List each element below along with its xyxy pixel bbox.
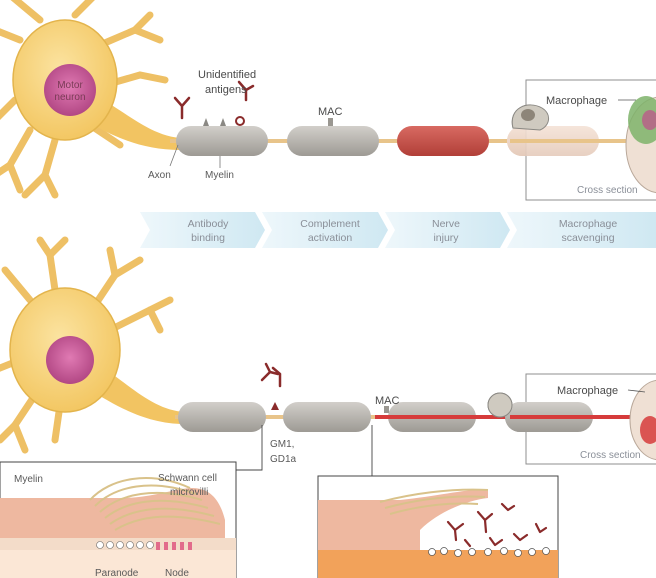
mac-pore-icon [328,118,333,126]
step-1-line1: Antibody [188,218,230,230]
step-1-line2: binding [191,232,225,244]
myelin-segment-injured [397,126,489,156]
macrophage-label-bottom: Macrophage [557,385,618,397]
neuron-label-line2: neuron [54,92,85,103]
myelin-label-top: Myelin [205,170,234,181]
step-arrow-3 [385,212,510,248]
motor-neuron-top [0,0,169,199]
schwann-label-line2: microvilli [170,487,208,498]
axon-label: Axon [148,170,171,181]
step-4-line1: Macrophage [559,218,618,230]
step-arrow-2 [262,212,388,248]
step-2-line2: activation [308,232,353,244]
inset-node-attacked [317,475,559,578]
bottom-label-paranode: Paranode [95,568,139,578]
myelin-segment-2 [287,126,379,156]
cross-section-label-bottom: Cross section [580,450,641,461]
antigen-icon [203,116,245,126]
mac-label-bottom: MAC [375,395,400,407]
macrophage-label-top: Macrophage [546,95,607,107]
step-arrows: Antibody binding Complement activation N… [140,212,656,248]
antibody-icon [173,80,255,120]
nucleus-bottom [46,336,94,384]
myelin-segment-1 [176,126,268,156]
gm1-label-line2: GD1a [270,454,297,465]
step-arrow-4 [507,212,656,248]
motor-neuron-bottom [0,236,174,454]
antigens-label-line1: Unidentified [198,69,256,81]
antibody-icon-node [260,362,282,388]
step-3-line2: injury [433,232,459,244]
myelin-b-2 [283,402,371,432]
gm1-label-line1: GM1, [270,439,294,450]
inset-node-normal: Myelin Schwann cell microvilli Paranode … [0,461,237,578]
nucleus-top [44,64,96,116]
cross-section-label-top: Cross section [577,185,638,196]
step-4-line2: scavenging [561,232,614,244]
antigens-label-line2: antigens [205,84,247,96]
myelin-b-1 [178,402,266,432]
mac-label-top: MAC [318,106,343,118]
step-arrow-1 [140,212,265,248]
inset-myelin-label: Myelin [14,474,43,485]
schwann-label-line1: Schwann cell [158,473,217,484]
step-3-line1: Nerve [432,218,460,230]
panel-b: GM1, GD1a MAC Macrophage Cross section [0,236,656,578]
bottom-label-node: Node [165,568,189,578]
step-2-line1: Complement [300,218,360,230]
neuron-label-line1: Motor [57,80,83,91]
panel-a: Motor neuron Unidentified antigens MAC A… [0,0,656,201]
